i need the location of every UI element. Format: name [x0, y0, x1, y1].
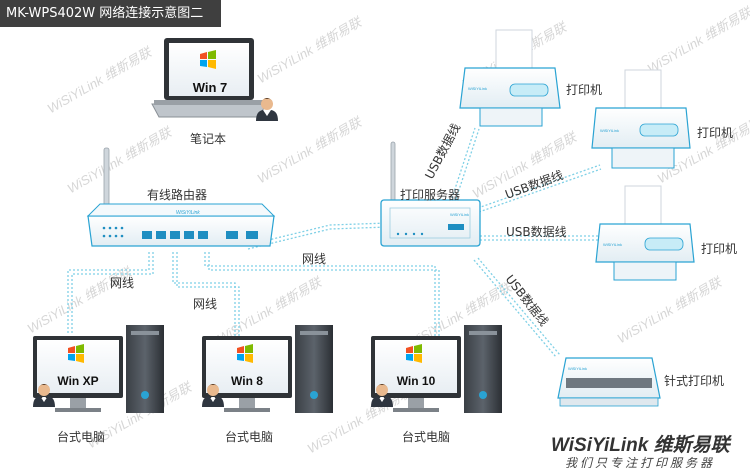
printer-2	[591, 69, 691, 169]
network-cable-label: 网线	[302, 252, 326, 266]
printer-3	[595, 185, 695, 281]
laptop	[151, 38, 278, 121]
printer-brand-text: WiSiYiLink	[600, 128, 619, 133]
diagram-title: MK-WPS402W 网络连接示意图二	[0, 0, 221, 27]
printer-1	[459, 29, 561, 127]
usb-cable-label: USB数据线	[503, 167, 565, 202]
network-cables	[67, 222, 440, 336]
usb-cable-label: USB数据线	[503, 272, 552, 329]
footer-slogan: 我们只专注打印服务器	[565, 456, 716, 470]
print-server-caption: 打印服务器	[400, 188, 461, 202]
usb-cable-label: USB数据线	[506, 224, 567, 239]
usb-cables	[451, 127, 602, 358]
desktop-caption: 台式电脑	[402, 430, 451, 444]
printer-brand-text: WiSiYiLink	[603, 242, 622, 247]
printer-brand-text: WiSiYiLink	[568, 366, 587, 371]
usb-cable-label: USB数据线	[421, 121, 463, 182]
desktop-caption: 台式电脑	[225, 430, 274, 444]
printer-caption: 打印机	[697, 126, 734, 140]
network-cable-label: 网线	[110, 276, 134, 290]
router-caption: 有线路由器	[147, 188, 208, 202]
dot-matrix-printer	[557, 357, 661, 407]
desktop-os-label: Win XP	[57, 374, 98, 388]
dot-matrix-printer-caption: 针式打印机	[664, 374, 725, 388]
laptop-caption: 笔记本	[190, 132, 227, 146]
print-server-device	[380, 141, 481, 247]
desktop-3	[371, 325, 502, 413]
printer-caption: 打印机	[701, 242, 738, 256]
printer-caption: 打印机	[566, 83, 603, 97]
desktop-2	[202, 325, 333, 413]
printer-brand-text: WiSiYiLink	[468, 86, 487, 91]
desktop-os-label: Win 10	[397, 374, 436, 388]
footer-brand: WiSiYiLink 维斯易联	[551, 435, 730, 456]
network-cable-label: 网线	[193, 297, 217, 311]
desktop-os-label: Win 8	[231, 374, 263, 388]
desktop-1	[33, 325, 164, 413]
laptop-os-label: Win 7	[193, 80, 228, 95]
router-brand-text: WiSiYiLink	[176, 210, 200, 216]
desktop-caption: 台式电脑	[57, 430, 106, 444]
router-device	[86, 147, 276, 247]
server-brand-text: WiSiYiLink	[450, 212, 469, 217]
